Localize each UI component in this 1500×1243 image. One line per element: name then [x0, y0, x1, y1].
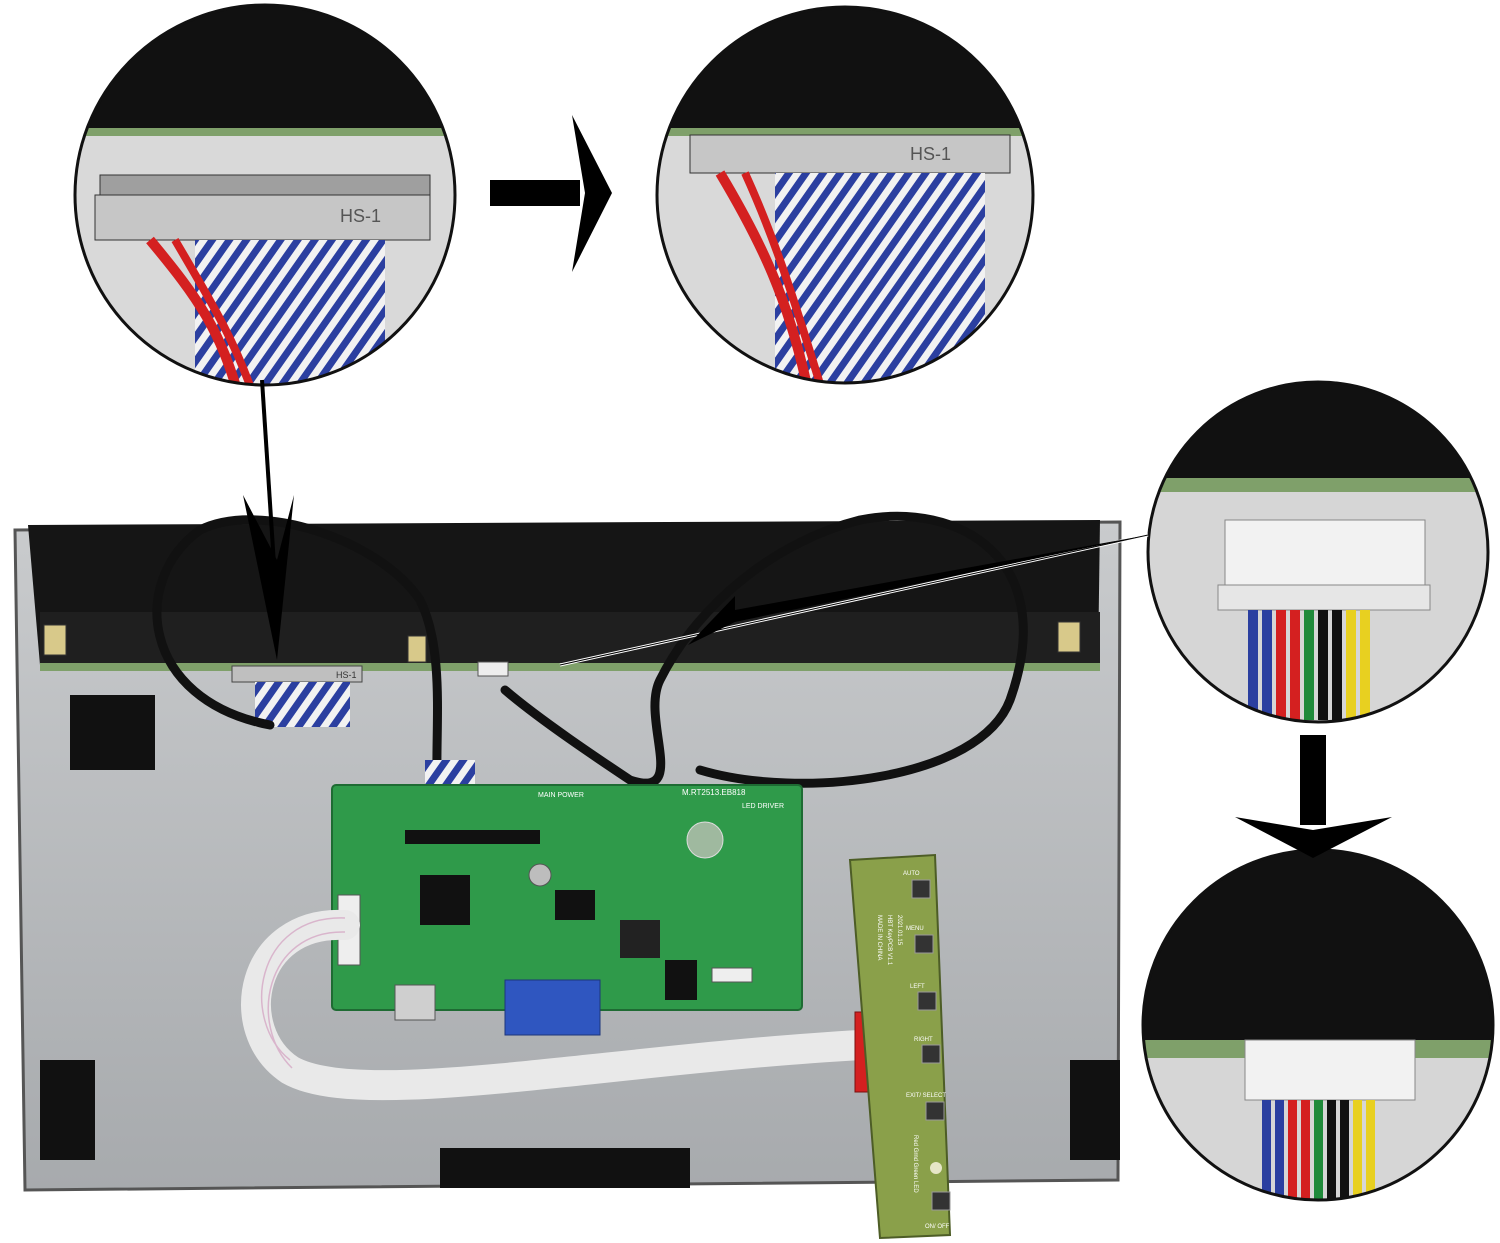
- driver-board: MAIN POWER M.RT2513.EB818 LED DRIVER: [331, 784, 803, 1036]
- key-label-left: LEFT: [910, 984, 925, 990]
- zoom-lvds-before: HS-1: [75, 5, 455, 385]
- exit-select-button[interactable]: [925, 1101, 945, 1121]
- power-button[interactable]: [931, 1191, 951, 1211]
- arrow-right-icon: [490, 115, 612, 272]
- zoom-backlight-before: [1148, 382, 1488, 722]
- panel-lvds-connector: HS-1: [231, 665, 363, 727]
- key-label-right: RIGHT: [914, 1037, 933, 1043]
- board-power-label: MAIN POWER: [538, 792, 584, 799]
- keypad-board: AUTO MENU LEFT RIGHT EXIT/ SELECT ON/ OF…: [848, 853, 952, 1240]
- key-label-menu: MENU: [906, 926, 924, 932]
- hdmi-port: [394, 984, 436, 1021]
- key-label-power: ON/ OFF: [925, 1224, 950, 1230]
- ribbon-cables: [241, 909, 875, 1101]
- keypad-pcb-name: HBT KeyPCB V1.1: [886, 915, 892, 966]
- pointer-line-lvds: [243, 379, 294, 660]
- zoom-lvds-after: HS-1: [657, 7, 1033, 383]
- status-led: [930, 1162, 942, 1174]
- board-model-label: M.RT2513.EB818: [682, 788, 746, 797]
- left-button[interactable]: [917, 991, 937, 1011]
- dc-jack: [665, 960, 697, 1000]
- panel-connector-marking: HS-1: [336, 670, 357, 680]
- arrow-down-icon: [1235, 735, 1392, 858]
- keypad-buttons: [911, 879, 951, 1211]
- keypad-origin: MADE IN CHINA: [876, 915, 882, 960]
- board-led-label: LED DRIVER: [742, 803, 784, 810]
- main-chip: [420, 875, 470, 925]
- right-button[interactable]: [921, 1044, 941, 1064]
- zoom2-connector-marking: HS-1: [910, 144, 951, 164]
- panel-backlight-connector: [477, 661, 509, 677]
- menu-button[interactable]: [914, 934, 934, 954]
- zoom1-connector-marking: HS-1: [340, 206, 381, 226]
- zoom-backlight-after: [1143, 850, 1493, 1200]
- key-label-auto: AUTO: [903, 871, 920, 877]
- capacitor: [620, 920, 660, 958]
- pointer-line-backlight: [559, 533, 1149, 667]
- key-label-exit: EXIT/ SELECT: [906, 1093, 946, 1099]
- vga-port: [504, 979, 601, 1036]
- auto-button[interactable]: [911, 879, 931, 899]
- keypad-led-text: Red Grnd Green LED: [912, 1135, 918, 1193]
- keypad-version: 2021.01.15: [896, 915, 902, 946]
